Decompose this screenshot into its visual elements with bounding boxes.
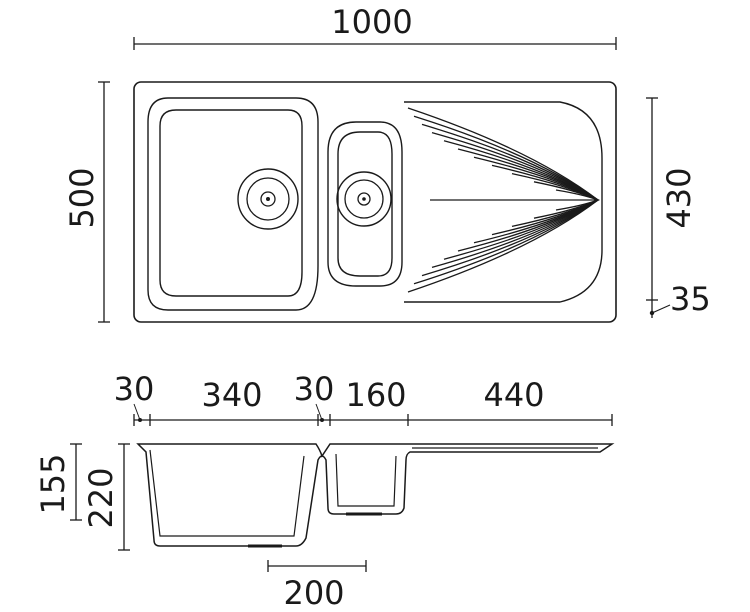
- drainer-outline: [404, 101, 603, 303]
- small-bowl-basin: [337, 131, 393, 277]
- dimension-chain-top: 30 340 30 160 440: [114, 370, 613, 426]
- sink-outline: [133, 81, 617, 323]
- small-bowl: [327, 121, 403, 287]
- segment-4-label: 160: [345, 376, 406, 414]
- segment-5-label: 440: [483, 376, 544, 414]
- main-bowl-rim: [147, 97, 319, 311]
- main-bowl-drain-icon: [237, 168, 299, 230]
- drainer-grooves: [407, 107, 600, 293]
- small-bowl-rim: [327, 121, 403, 287]
- dimension-overall-width: 1000: [133, 3, 617, 50]
- small-bowl-depth-label: 155: [34, 453, 72, 514]
- dimension-bowl-depth: 430: [646, 97, 698, 301]
- dimension-waste-width: 200: [267, 560, 367, 612]
- dimension-overall-depth: 500: [63, 81, 110, 323]
- dimension-rear-margin: 35: [649, 280, 711, 318]
- drainer-groove: [555, 189, 600, 211]
- overall-depth-label: 500: [63, 167, 101, 228]
- dimension-bowl-depths: 155 220: [34, 443, 130, 551]
- segment-3-label: 30: [294, 370, 335, 408]
- sink-profile: [136, 443, 615, 548]
- main-bowl: [147, 97, 319, 311]
- top-view: 1000 500 430 35: [63, 3, 711, 323]
- main-bowl-depth-label: 220: [82, 467, 120, 528]
- rear-margin-label: 35: [670, 280, 711, 318]
- overall-width-label: 1000: [331, 3, 412, 41]
- drainer-board: [404, 101, 603, 303]
- main-bowl-basin: [159, 109, 303, 297]
- profile-inner: [149, 447, 598, 537]
- segment-2-label: 340: [201, 376, 262, 414]
- small-bowl-drain-icon: [336, 171, 392, 227]
- bowl-depth-label: 430: [660, 167, 698, 228]
- profile-outer: [136, 443, 615, 547]
- waste-width-label: 200: [283, 574, 344, 612]
- segment-1-label: 30: [114, 370, 155, 408]
- side-view: 30 340 30 160 440 155 220: [34, 370, 615, 612]
